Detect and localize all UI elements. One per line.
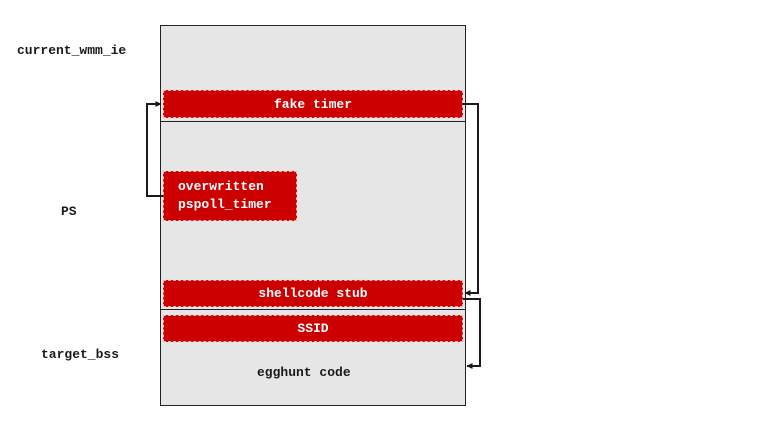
arrow-pspoll-to-fake-timer xyxy=(146,101,163,197)
overwritten-pspoll-timer-region: overwritten pspoll_timer xyxy=(163,171,297,221)
label-current-wmm-ie: current_wmm_ie xyxy=(17,43,127,58)
label-ps: PS xyxy=(61,204,77,219)
section-divider-top xyxy=(160,121,466,122)
shellcode-stub-region: shellcode stub xyxy=(163,280,463,307)
arrow-fake-timer-to-shellcode-stub xyxy=(463,103,479,296)
section-divider-bottom xyxy=(160,309,466,310)
arrow-shellcode-stub-to-egghunt xyxy=(463,298,481,369)
ssid-region: SSID xyxy=(163,315,463,342)
label-target-bss: target_bss xyxy=(41,347,120,362)
egghunt-code-label: egghunt code xyxy=(257,365,351,380)
fake-timer-region: fake timer xyxy=(163,90,463,118)
